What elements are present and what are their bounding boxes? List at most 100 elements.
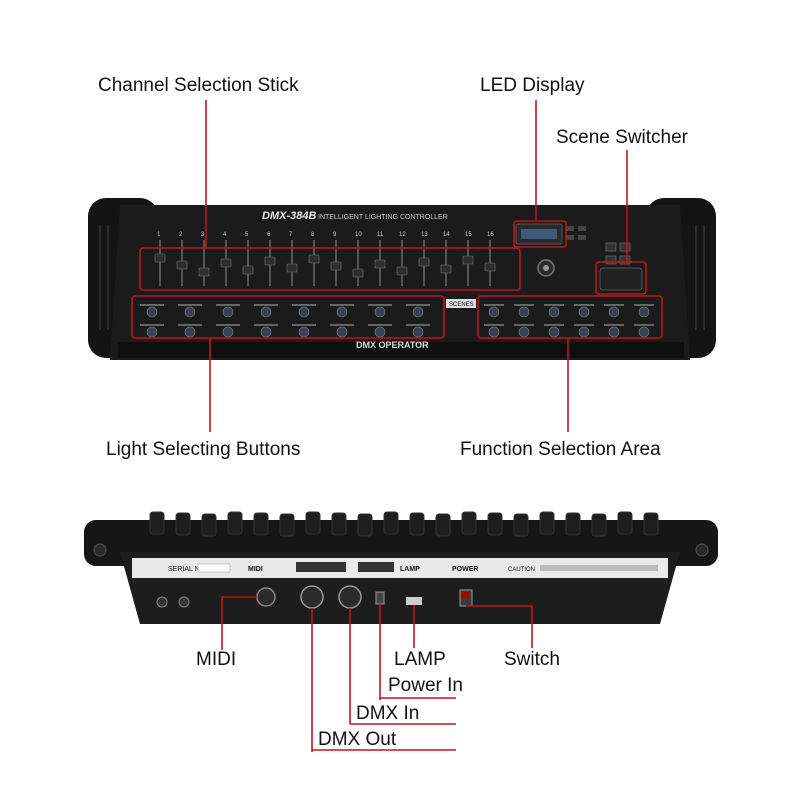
light-select-button[interactable]	[184, 326, 196, 338]
function-button[interactable]	[488, 306, 500, 318]
fader-knob[interactable]	[440, 264, 452, 274]
function-button[interactable]	[638, 326, 650, 338]
channel-number: 8	[311, 232, 315, 238]
light-select-button[interactable]	[260, 326, 272, 338]
button-label-strip	[368, 304, 392, 306]
function-button[interactable]	[608, 306, 620, 318]
channel-number: 13	[421, 232, 428, 238]
dc-input-label	[358, 562, 394, 572]
serial-box	[197, 563, 231, 573]
function-label-strip	[544, 304, 564, 306]
fader-knob[interactable]	[198, 267, 210, 277]
button-label-strip	[178, 304, 202, 306]
rear-knob	[435, 513, 451, 537]
fader-knob[interactable]	[176, 260, 188, 270]
dmx-operator-label: DMX OPERATOR	[356, 340, 429, 350]
light-select-button[interactable]	[298, 326, 310, 338]
function-button[interactable]	[548, 326, 560, 338]
fader-knob[interactable]	[154, 253, 166, 263]
rear-knob	[305, 511, 321, 535]
fader-knob[interactable]	[484, 262, 496, 272]
channel-number: 6	[267, 232, 271, 238]
scenes-tag: SCENES	[449, 302, 474, 308]
lamp-usb-port[interactable]	[406, 597, 422, 605]
function-button[interactable]	[638, 306, 650, 318]
button-label-strip	[406, 324, 430, 326]
rear-knob	[175, 512, 191, 536]
light-select-button[interactable]	[336, 326, 348, 338]
led-keypad	[566, 226, 586, 240]
fader-knob[interactable]	[286, 263, 298, 273]
light-select-button[interactable]	[146, 306, 158, 318]
function-button[interactable]	[518, 306, 530, 318]
button-label-strip	[292, 304, 316, 306]
function-button[interactable]	[608, 326, 620, 338]
rear-panel: SERIAL NO. MIDI LAMP POWER CAUTION	[84, 511, 718, 624]
light-select-button[interactable]	[184, 306, 196, 318]
light-select-button[interactable]	[298, 306, 310, 318]
fader-knob[interactable]	[330, 261, 342, 271]
function-label-strip	[514, 324, 534, 326]
dmx-port-label	[296, 562, 346, 572]
rear-knob	[461, 511, 477, 535]
light-select-button[interactable]	[222, 326, 234, 338]
dmx-out-port[interactable]	[300, 585, 324, 609]
end-cap-ribs	[99, 225, 705, 330]
button-label-strip	[330, 304, 354, 306]
power-in-jack[interactable]	[375, 591, 385, 605]
fader-knob[interactable]	[462, 255, 474, 265]
screw-left-a	[156, 596, 168, 608]
highlight-boxes	[131, 220, 663, 339]
rear-knob	[227, 511, 243, 535]
rear-label-strip	[132, 558, 668, 578]
rear-knob	[487, 512, 503, 536]
function-button[interactable]	[578, 326, 590, 338]
rear-knob	[409, 512, 425, 536]
rear-knob	[513, 513, 529, 537]
function-area-box	[477, 295, 663, 339]
power-switch-rocker	[462, 592, 470, 598]
fader-knob[interactable]	[242, 265, 254, 275]
light-select-button[interactable]	[260, 306, 272, 318]
light-select-button[interactable]	[374, 326, 386, 338]
fader-track	[203, 240, 205, 286]
light-buttons-box	[131, 295, 445, 339]
fader-knob[interactable]	[352, 268, 364, 278]
rear-knob	[383, 511, 399, 535]
light-select-button[interactable]	[336, 306, 348, 318]
button-label-strip	[406, 304, 430, 306]
light-select-button[interactable]	[374, 306, 386, 318]
fader-knob[interactable]	[264, 256, 276, 266]
function-label-strip	[544, 324, 564, 326]
midi-port[interactable]	[256, 587, 276, 607]
rear-knob	[279, 513, 295, 537]
function-button[interactable]	[488, 326, 500, 338]
fader-knob[interactable]	[374, 259, 386, 269]
fader-track	[159, 240, 161, 286]
dmx-in-port[interactable]	[338, 585, 362, 609]
fader-knob[interactable]	[396, 266, 408, 276]
fader-knob[interactable]	[220, 258, 232, 268]
light-select-button[interactable]	[222, 306, 234, 318]
caution-text-bar	[540, 565, 658, 571]
fader-knob[interactable]	[418, 257, 430, 267]
scenes-tag-box	[446, 299, 476, 308]
light-select-button[interactable]	[146, 326, 158, 338]
label-light-selecting-buttons: Light Selecting Buttons	[106, 439, 301, 460]
function-button[interactable]	[578, 306, 590, 318]
rear-knob	[253, 512, 269, 536]
fader-knob[interactable]	[308, 254, 320, 264]
led-display-box	[513, 220, 567, 248]
channel-number: 7	[289, 232, 293, 238]
rear-knob	[591, 513, 607, 537]
rear-knob	[539, 511, 555, 535]
light-select-button[interactable]	[412, 326, 424, 338]
label-scene-switcher: Scene Switcher	[556, 127, 689, 148]
channel-number: 5	[245, 232, 249, 238]
serial-label: SERIAL NO.	[168, 566, 207, 573]
light-select-button[interactable]	[412, 306, 424, 318]
rear-knob	[201, 513, 217, 537]
function-button[interactable]	[548, 306, 560, 318]
function-button[interactable]	[518, 326, 530, 338]
